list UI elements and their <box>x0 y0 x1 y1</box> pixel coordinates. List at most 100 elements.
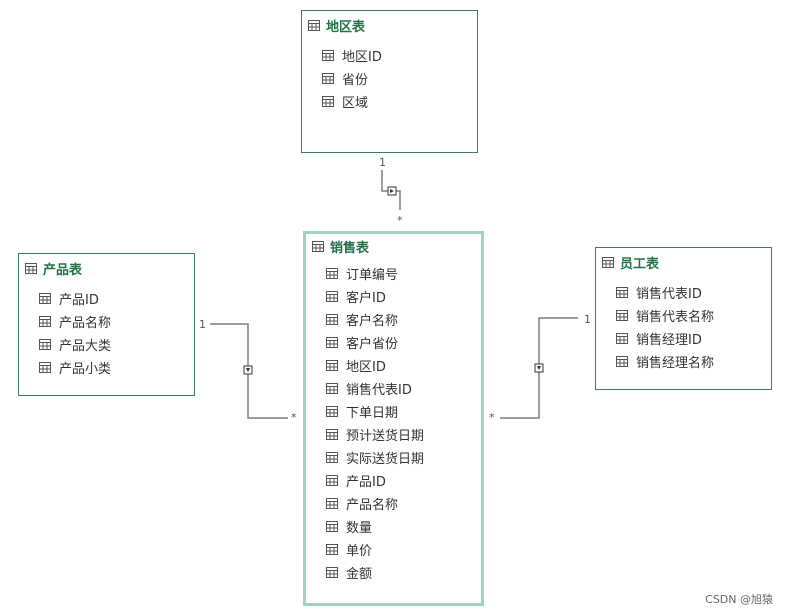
field-item[interactable]: 产品小类 <box>19 356 194 379</box>
table-icon <box>326 544 338 555</box>
field-name: 客户ID <box>346 291 386 306</box>
cardinality-one-label: 1 <box>584 313 591 326</box>
field-name: 地区ID <box>346 360 386 375</box>
table-product[interactable]: 产品表 产品ID 产品名称 产品大类 产品小类 <box>18 253 195 396</box>
cardinality-many-label: * <box>489 411 495 424</box>
field-name: 下单日期 <box>346 406 399 421</box>
table-icon <box>326 360 338 371</box>
filter-direction-icon <box>243 365 253 375</box>
cardinality-one-label: 1 <box>199 318 206 331</box>
table-icon <box>602 256 614 268</box>
table-region[interactable]: 地区表 地区ID 省份 区域 <box>301 10 478 153</box>
field-item[interactable]: 客户ID <box>306 285 481 308</box>
field-name: 订单编号 <box>346 268 399 283</box>
field-name: 产品大类 <box>59 339 112 354</box>
table-icon <box>39 293 51 304</box>
field-item[interactable]: 地区ID <box>302 44 477 67</box>
table-icon <box>326 291 338 302</box>
field-name: 销售经理ID <box>636 333 702 348</box>
table-icon <box>326 337 338 348</box>
field-item[interactable]: 产品ID <box>19 287 194 310</box>
field-name: 产品小类 <box>59 362 112 377</box>
table-icon <box>308 19 320 31</box>
table-sales[interactable]: 销售表 订单编号 客户ID 客户名称 客户省份 地区ID 销售代表ID 下单日期… <box>303 231 484 606</box>
table-icon <box>322 50 334 61</box>
table-icon <box>39 339 51 350</box>
table-icon <box>326 406 338 417</box>
field-item[interactable]: 省份 <box>302 67 477 90</box>
field-name: 数量 <box>346 521 373 536</box>
field-name: 客户名称 <box>346 314 399 329</box>
table-header[interactable]: 销售表 <box>306 235 481 257</box>
table-icon <box>39 316 51 327</box>
table-header[interactable]: 产品表 <box>19 257 194 279</box>
field-item[interactable]: 金额 <box>306 561 481 584</box>
table-header[interactable]: 地区表 <box>302 14 477 36</box>
field-item[interactable]: 销售代表ID <box>596 281 771 304</box>
table-icon <box>616 310 628 321</box>
field-name: 金额 <box>346 567 373 582</box>
filter-direction-icon <box>387 186 397 196</box>
table-icon <box>326 314 338 325</box>
table-icon <box>326 452 338 463</box>
table-icon <box>312 240 324 252</box>
table-icon <box>326 268 338 279</box>
field-name: 产品ID <box>59 293 99 308</box>
filter-direction-icon <box>534 363 544 373</box>
table-header[interactable]: 员工表 <box>596 251 771 273</box>
field-item[interactable]: 下单日期 <box>306 400 481 423</box>
field-item[interactable]: 产品大类 <box>19 333 194 356</box>
field-item[interactable]: 产品名称 <box>306 492 481 515</box>
field-item[interactable]: 预计送货日期 <box>306 423 481 446</box>
cardinality-many-label: * <box>397 214 403 227</box>
table-icon <box>326 475 338 486</box>
field-name: 实际送货日期 <box>346 452 425 467</box>
field-item[interactable]: 实际送货日期 <box>306 446 481 469</box>
table-title: 地区表 <box>326 19 366 35</box>
field-name: 省份 <box>342 73 369 88</box>
table-icon <box>322 73 334 84</box>
field-name: 销售代表ID <box>346 383 412 398</box>
table-icon <box>616 356 628 367</box>
field-name: 销售代表名称 <box>636 310 715 325</box>
table-icon <box>25 262 37 274</box>
cardinality-many-label: * <box>291 411 297 424</box>
table-staff[interactable]: 员工表 销售代表ID 销售代表名称 销售经理ID 销售经理名称 <box>595 247 772 390</box>
table-title: 销售表 <box>330 240 370 256</box>
table-icon <box>39 362 51 373</box>
table-icon <box>322 96 334 107</box>
field-name: 预计送货日期 <box>346 429 425 444</box>
field-item[interactable]: 客户名称 <box>306 308 481 331</box>
table-icon <box>326 498 338 509</box>
field-item[interactable]: 订单编号 <box>306 262 481 285</box>
field-item[interactable]: 产品名称 <box>19 310 194 333</box>
field-name: 销售经理名称 <box>636 356 715 371</box>
table-title: 产品表 <box>43 262 83 278</box>
field-item[interactable]: 销售经理ID <box>596 327 771 350</box>
field-item[interactable]: 数量 <box>306 515 481 538</box>
field-item[interactable]: 地区ID <box>306 354 481 377</box>
field-item[interactable]: 单价 <box>306 538 481 561</box>
field-item[interactable]: 区域 <box>302 90 477 113</box>
field-item[interactable]: 销售代表ID <box>306 377 481 400</box>
field-name: 产品名称 <box>346 498 399 513</box>
table-icon <box>326 567 338 578</box>
table-icon <box>326 429 338 440</box>
field-name: 区域 <box>342 96 369 111</box>
field-item[interactable]: 销售经理名称 <box>596 350 771 373</box>
table-icon <box>616 333 628 344</box>
table-icon <box>616 287 628 298</box>
field-name: 客户省份 <box>346 337 399 352</box>
field-item[interactable]: 产品ID <box>306 469 481 492</box>
field-item[interactable]: 客户省份 <box>306 331 481 354</box>
cardinality-one-label: 1 <box>379 156 386 169</box>
field-name: 产品ID <box>346 475 386 490</box>
table-icon <box>326 383 338 394</box>
table-title: 员工表 <box>620 256 660 272</box>
field-item[interactable]: 销售代表名称 <box>596 304 771 327</box>
field-name: 销售代表ID <box>636 287 702 302</box>
field-name: 产品名称 <box>59 316 112 331</box>
table-icon <box>326 521 338 532</box>
field-name: 地区ID <box>342 50 382 65</box>
